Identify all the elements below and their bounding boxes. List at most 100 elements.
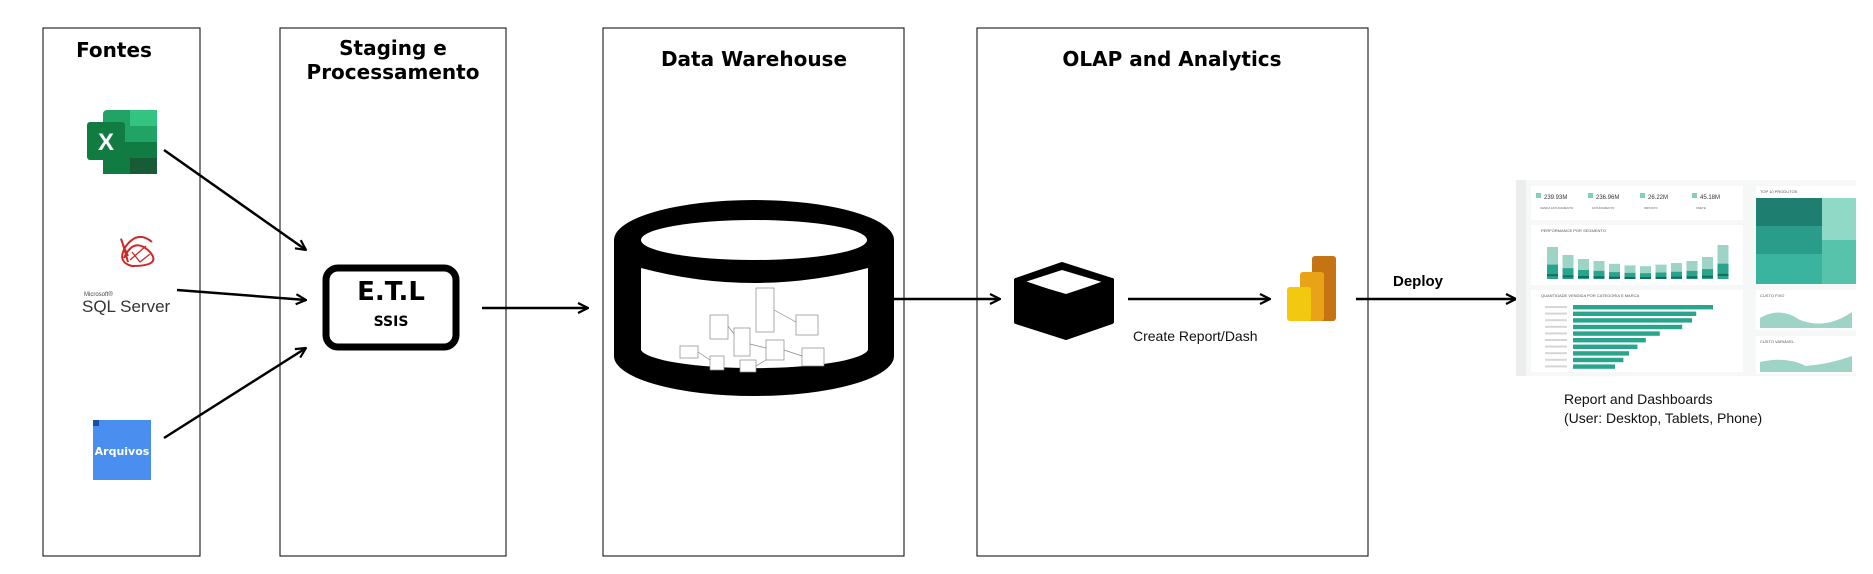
- segment-column-line: [1717, 273, 1729, 276]
- segment-column-line: [1655, 276, 1667, 279]
- warehouse-column: [602, 27, 905, 557]
- segment-column: [1702, 257, 1713, 279]
- segment-column-part: [1640, 273, 1651, 279]
- category-bar-label: [1545, 339, 1567, 341]
- kpi-icon: [1588, 193, 1593, 198]
- report-label-line2: (User: Desktop, Tablets, Phone): [1564, 410, 1762, 426]
- category-bar: [1573, 305, 1713, 310]
- deploy-label: Deploy: [1393, 273, 1444, 290]
- category-bar: [1573, 331, 1660, 336]
- staging-title-line1: Staging e: [339, 36, 447, 60]
- dashboard-thumbnail: 239.93M VENDA FATURAMENTO 236.96M FATURAMEN…: [1516, 180, 1856, 376]
- segment-column-part: [1562, 268, 1574, 279]
- segment-column-part: [1717, 263, 1729, 279]
- category-bars: [1545, 305, 1713, 369]
- category-bar: [1573, 364, 1615, 369]
- report-label-line1: Report and Dashboards: [1564, 391, 1713, 407]
- segment-column-line: [1578, 276, 1589, 278]
- segment-title: PERFORMANCE POR SEGMENTO: [1541, 228, 1606, 233]
- category-bar-label: [1545, 365, 1567, 368]
- staging-title-line2: Processamento: [307, 60, 480, 84]
- olap-title: OLAP and Analytics: [1062, 47, 1281, 71]
- arrow-files-to-etl: [163, 348, 306, 440]
- segment-column-line: [1640, 277, 1651, 280]
- arrow-excel-to-etl: [163, 148, 306, 250]
- kpi-row: 239.93M VENDA FATURAMENTO 236.96M FATURAMEN…: [1536, 193, 1720, 210]
- kpi-icon: [1692, 193, 1697, 198]
- kpi-icon: [1640, 193, 1645, 198]
- segment-column: [1593, 261, 1605, 279]
- category-bar-label: [1545, 312, 1567, 315]
- files-icon: Arquivos: [93, 420, 151, 480]
- segment-column-part: [1593, 270, 1605, 279]
- segment-column-part: [1671, 271, 1682, 279]
- segment-column-line: [1593, 276, 1605, 279]
- category-bar-label: [1545, 332, 1567, 335]
- category-bar-label: [1545, 345, 1567, 348]
- segment-column: [1671, 263, 1682, 279]
- segment-column: [1640, 266, 1651, 279]
- category-bar-label: [1545, 358, 1567, 361]
- kpi-value: 45.18M: [1700, 195, 1720, 201]
- sql-server-icon: Microsoft® SQL Server: [82, 235, 171, 316]
- segment-column: [1578, 259, 1589, 279]
- segment-column-line: [1562, 275, 1574, 278]
- arrow-sql-to-etl: [176, 288, 306, 300]
- svg-text:E.T.L: E.T.L: [357, 277, 425, 307]
- svg-text:X: X: [98, 129, 114, 156]
- segment-column-part: [1655, 272, 1667, 279]
- svg-text:Arquivos: Arquivos: [95, 445, 150, 458]
- category-bar: [1573, 357, 1624, 363]
- sources-title: Fontes: [76, 38, 152, 62]
- segment-column-line: [1609, 276, 1620, 279]
- staging-column: [279, 27, 507, 557]
- segment-column: [1624, 265, 1636, 279]
- olap-cube-icon: [1014, 262, 1114, 340]
- variable-cost-title: CUSTO VARIÁVEL: [1760, 339, 1795, 344]
- kpi-value: 239.93M: [1544, 195, 1567, 201]
- category-bar: [1573, 324, 1683, 330]
- schema-diagram-image: [679, 287, 825, 373]
- segment-column-line: [1624, 276, 1636, 279]
- segment-column: [1655, 264, 1667, 279]
- category-bar: [1573, 318, 1692, 323]
- category-bar-label: [1545, 352, 1567, 355]
- segment-column-line: [1671, 276, 1682, 279]
- category-title: QUANTIDADE VENDIDA POR CATEGORIA E MARCA: [1541, 293, 1639, 298]
- olap-column: [976, 27, 1369, 557]
- fixed-cost-title: CUSTO FIXO: [1760, 293, 1784, 298]
- segment-column-part: [1686, 270, 1698, 279]
- category-bar: [1573, 338, 1646, 343]
- category-bar: [1573, 311, 1697, 316]
- kpi-value: 26.22M: [1648, 195, 1668, 201]
- kpi-label: FRETE: [1696, 206, 1706, 210]
- category-bar-label: [1545, 325, 1567, 328]
- segment-column-part: [1624, 272, 1636, 279]
- category-bar-label: [1545, 306, 1567, 308]
- segment-column: [1609, 263, 1620, 279]
- top-products-title: TOP 10 PRODUTOS: [1760, 189, 1798, 194]
- segment-column-part: [1609, 272, 1620, 279]
- kpi-value: 236.96M: [1596, 195, 1619, 201]
- segment-column-part: [1547, 264, 1558, 279]
- warehouse-title: Data Warehouse: [661, 47, 847, 71]
- kpi-label: VENDA FATURAMENTO: [1540, 206, 1574, 210]
- segment-column: [1562, 255, 1574, 279]
- category-bar: [1573, 344, 1638, 349]
- etl-box: E.T.L SSIS: [322, 264, 460, 351]
- kpi-icon: [1536, 193, 1541, 198]
- svg-text:SQL Server: SQL Server: [82, 297, 171, 316]
- segment-column-line: [1547, 274, 1558, 277]
- segment-column-line: [1702, 275, 1713, 278]
- segment-columns: [1547, 245, 1729, 280]
- kpi-label: FATURAMENTO: [1592, 206, 1615, 210]
- powerbi-icon: [1287, 256, 1336, 321]
- svg-text:Microsoft®: Microsoft®: [84, 291, 113, 298]
- segment-column: [1547, 247, 1558, 279]
- category-bar-label: [1545, 319, 1567, 322]
- kpi-label: IMPOSTO: [1644, 206, 1658, 210]
- svg-text:SSIS: SSIS: [374, 314, 409, 330]
- excel-icon: X: [87, 110, 157, 174]
- segment-column: [1686, 261, 1698, 279]
